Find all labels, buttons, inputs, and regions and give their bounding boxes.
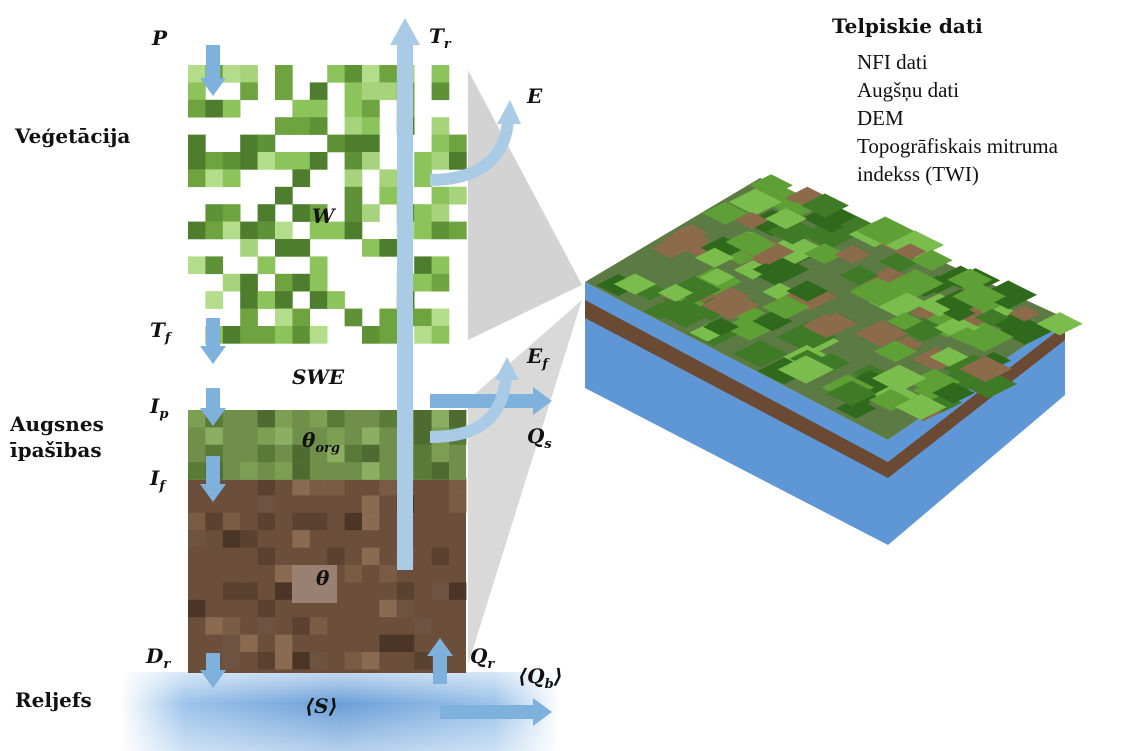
symbol-ef-main: E: [527, 344, 543, 368]
symbol-qs: Qs: [527, 424, 552, 452]
symbol-theta-org: θorg: [302, 428, 340, 456]
symbol-dr-main: D: [146, 644, 164, 668]
symbol-ip-main: I: [150, 394, 160, 418]
spatial-data-title: Telpiskie dati: [832, 14, 983, 38]
symbol-dr-sub: r: [163, 657, 171, 672]
symbol-qb-sub: b: [544, 677, 554, 692]
spatial-data-item: Topogrāfiskais mitruma: [857, 134, 1058, 158]
symbol-ip-sub: p: [159, 407, 169, 422]
symbol-theta: θ: [316, 566, 330, 590]
symbol-swe: SWE: [292, 365, 345, 389]
terrain-block-icon: [585, 174, 1083, 545]
symbol-theta-org-sub: org: [315, 441, 340, 456]
symbol-ef-sub: f: [542, 357, 548, 372]
symbol-p: P: [152, 26, 168, 50]
symbol-s: ⟨S⟩: [305, 694, 338, 718]
symbol-tf-sub: f: [164, 331, 171, 346]
spatial-data-item: NFI dati: [857, 50, 928, 74]
symbol-qb: ⟨Qb⟩: [518, 664, 563, 692]
projection-cone-lower: [468, 300, 582, 665]
symbol-qs-sub: s: [544, 437, 552, 452]
arrow-icon: [200, 18, 552, 726]
symbol-qr-main: Q: [470, 644, 488, 668]
symbol-qr: Qr: [470, 644, 494, 672]
spatial-data-item: DEM: [857, 106, 904, 130]
projection-cone: [468, 70, 582, 340]
spatial-data-item: indekss (TWI): [857, 162, 979, 186]
symbol-tf: Tf: [150, 318, 170, 346]
symbol-qr-sub: r: [487, 657, 495, 672]
symbol-e: E: [527, 84, 543, 108]
symbol-qb-open: ⟨Q: [518, 664, 545, 688]
section-soil-line2: īpašības: [10, 438, 102, 462]
section-relief: Reljefs: [15, 688, 92, 712]
spatial-data-list: NFI dati Augšņu dati DEM Topogrāfiskais …: [857, 48, 1058, 188]
symbol-ef: Ef: [527, 344, 548, 372]
section-vegetation: Veģetācija: [15, 124, 131, 148]
spatial-data-item: Augšņu dati: [857, 78, 960, 102]
symbol-qs-main: Q: [527, 424, 545, 448]
soil-layer: [188, 478, 467, 673]
symbol-if-sub: f: [159, 479, 165, 494]
symbol-tr-sub: r: [443, 37, 451, 52]
symbol-tr: Tr: [429, 24, 451, 52]
symbol-dr: Dr: [146, 644, 170, 672]
symbol-ip: Ip: [150, 394, 168, 422]
symbol-qb-close: ⟩: [553, 664, 563, 688]
symbol-tr-main: T: [429, 24, 444, 48]
symbol-w: W: [312, 204, 335, 228]
symbol-tf-main: T: [150, 318, 165, 342]
symbol-if-main: I: [150, 466, 160, 490]
section-soil-line1: Augsnes: [10, 412, 104, 436]
symbol-if: If: [150, 466, 165, 494]
symbol-theta-org-main: θ: [302, 428, 316, 452]
